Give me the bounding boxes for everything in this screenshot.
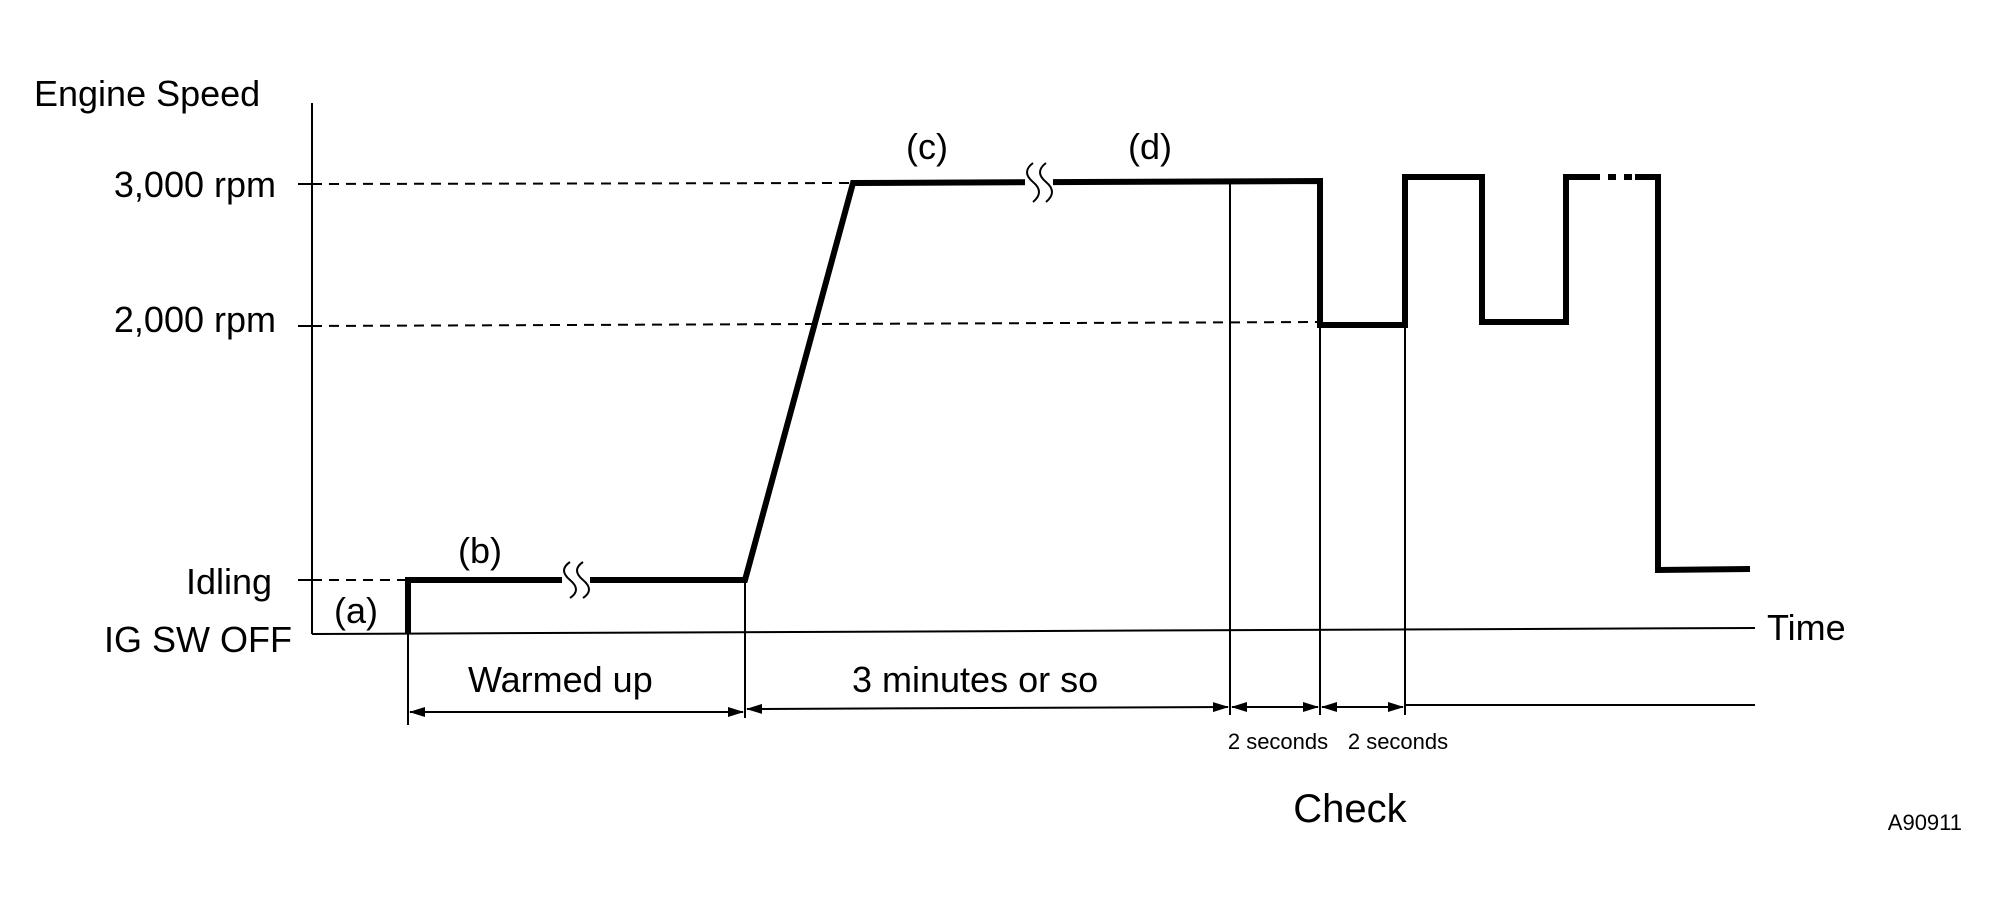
phase-label-b: (b) [458,530,502,571]
label-idling: Idling [186,561,272,602]
label-2000-rpm: 2,000 rpm [114,299,276,340]
x-axis [311,627,1756,635]
dashed-line-3000 [311,182,851,185]
break-symbol-c [1025,162,1053,204]
check-label: Check [1293,787,1407,831]
two-seconds-label-1: 2 seconds [1228,729,1328,754]
label-3000-rpm: 3,000 rpm [114,164,276,205]
phase-label-d: (d) [1128,126,1172,167]
phase-label-c: (c) [906,126,948,167]
label-ig-sw-off: IG SW OFF [104,619,292,660]
figure-code: A90911 [1888,810,1962,835]
three-minutes-label: 3 minutes or so [852,659,1098,700]
three-minutes-arrow [746,702,1229,714]
y-axis-title: Engine Speed [34,73,260,114]
engine-speed-trace-end [1635,174,1751,574]
two-seconds-label-2: 2 seconds [1348,729,1448,754]
break-symbol-b [562,560,590,600]
x-axis-label: Time [1767,607,1846,648]
dashed-line-2000 [311,321,1321,327]
warmed-up-label: Warmed up [468,659,653,700]
phase-label-a: (a) [334,590,378,631]
